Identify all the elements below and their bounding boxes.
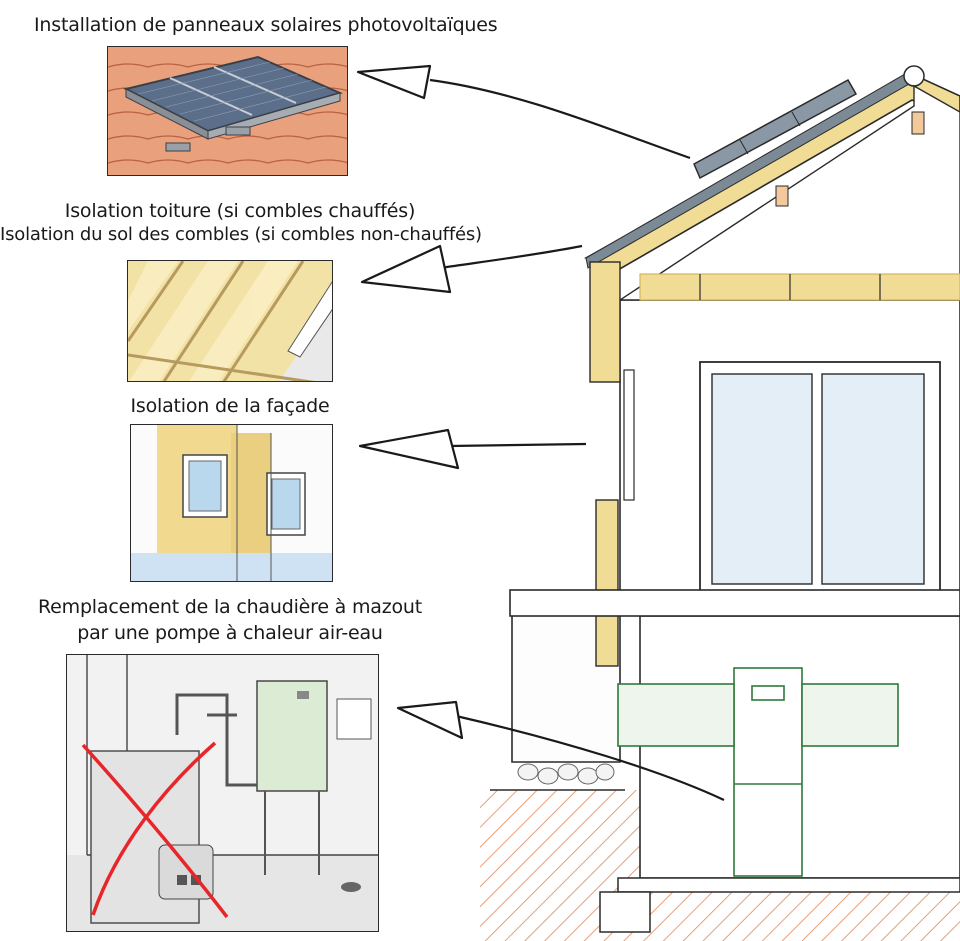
house-heat-pump xyxy=(617,667,899,877)
heat-pump-indoor-unit xyxy=(256,680,328,875)
house-window xyxy=(699,361,941,597)
label-solar-panels: Installation de panneaux solaires photov… xyxy=(34,14,498,36)
oil-boiler xyxy=(90,750,214,924)
panel-boiler-room-illustration xyxy=(66,654,379,932)
panel-facade-insulation-illustration xyxy=(130,424,333,582)
solar-module xyxy=(123,55,343,152)
arrow-solar xyxy=(356,64,691,160)
label-heat-pump: par une pompe à chaleur air-eau xyxy=(77,622,383,644)
cross-mark xyxy=(81,741,229,919)
roof xyxy=(584,65,960,301)
arrow-heat-pump xyxy=(396,700,725,801)
panel-solar-illustration xyxy=(107,46,348,176)
arrow-roof-insulation xyxy=(360,244,583,294)
gravel xyxy=(517,763,615,785)
label-attic-floor-insulation: Isolation du sol des combles (si combles… xyxy=(0,224,482,245)
window-right xyxy=(266,472,306,536)
window-left xyxy=(182,454,228,518)
arrows xyxy=(356,64,725,801)
roof-solar-panels xyxy=(693,78,858,180)
label-boiler-replacement: Remplacement de la chaudière à mazout xyxy=(38,596,422,618)
label-roof-insulation: Isolation toiture (si combles chauffés) xyxy=(64,200,416,222)
label-facade-insulation: Isolation de la façade xyxy=(130,395,330,417)
panel-roof-insulation-illustration xyxy=(127,260,333,382)
arrow-facade-insulation xyxy=(358,428,587,470)
facade-insulation-strip xyxy=(595,499,619,667)
attic-floor-insulation xyxy=(589,261,960,383)
